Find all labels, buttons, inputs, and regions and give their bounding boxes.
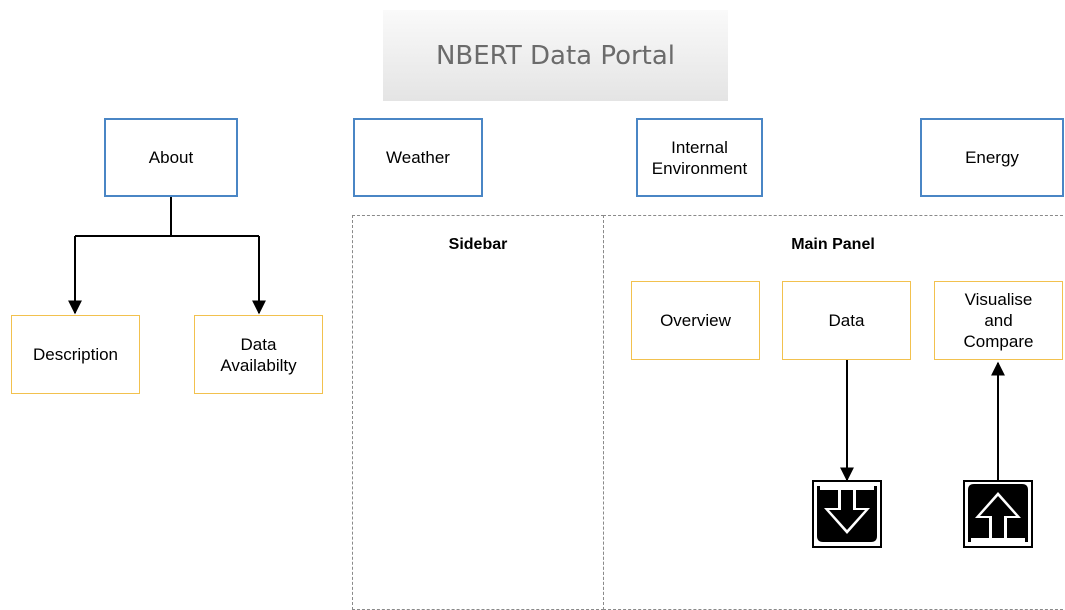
tab-overview-label: Overview: [660, 311, 731, 330]
about-description-label: Description: [32, 345, 119, 364]
nav-internal-environment[interactable]: Internal Environment: [636, 118, 763, 197]
main-panel-label: Main Panel: [791, 236, 875, 253]
tab-data[interactable]: Data: [782, 281, 911, 360]
main-panel: [603, 215, 1065, 610]
tab-data-label: Data: [828, 311, 865, 330]
tab-visualise-compare[interactable]: Visualise and Compare: [934, 281, 1063, 360]
sidebar-label: Sidebar: [448, 236, 508, 253]
about-description[interactable]: Description: [11, 315, 140, 394]
nav-about[interactable]: About: [104, 118, 238, 197]
tab-overview[interactable]: Overview: [631, 281, 760, 360]
nav-energy[interactable]: Energy: [920, 118, 1064, 197]
about-data-availability[interactable]: Data Availabilty: [194, 315, 323, 394]
portal-title: NBERT Data Portal: [383, 10, 728, 101]
nav-about-label: About: [148, 148, 194, 167]
download-icon[interactable]: [812, 480, 882, 548]
nav-energy-label: Energy: [965, 148, 1019, 167]
nav-weather-label: Weather: [386, 148, 450, 167]
nav-weather[interactable]: Weather: [353, 118, 483, 197]
nav-internal-environment-label: Internal Environment: [651, 137, 748, 178]
sidebar-panel: [352, 215, 604, 610]
upload-icon[interactable]: [963, 480, 1033, 548]
about-data-availability-label: Data Availabilty: [220, 334, 297, 375]
tab-visualise-compare-label: Visualise and Compare: [963, 290, 1034, 351]
